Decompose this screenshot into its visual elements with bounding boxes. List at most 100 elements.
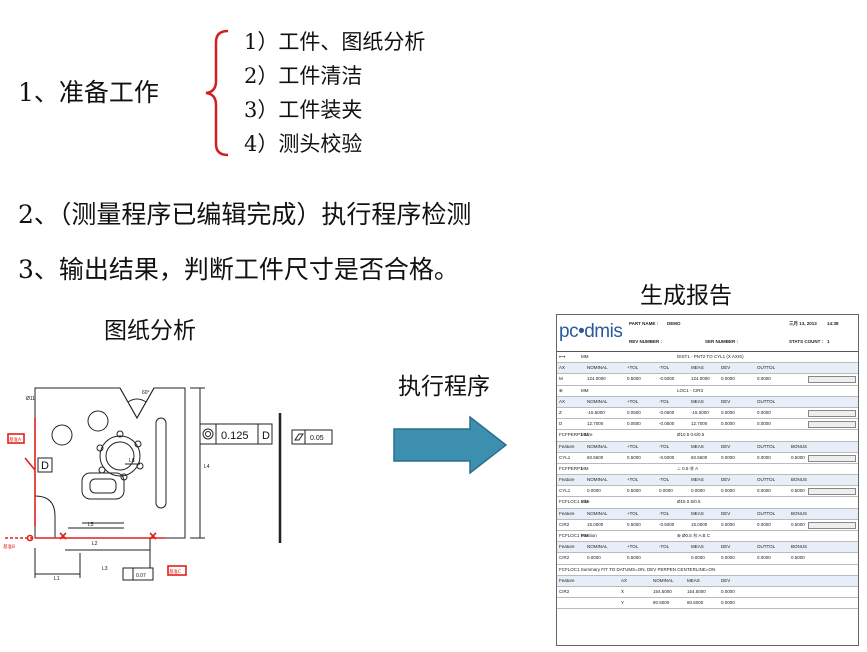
report-cell: 0.0000 <box>721 488 735 494</box>
dim-l4-text: L4 <box>204 464 210 470</box>
report-cell: MEAS <box>691 544 704 550</box>
report-cell: OUTTOL <box>757 510 776 516</box>
report-cell: Feature <box>559 477 575 483</box>
report-cell: 124.0000 <box>691 376 710 382</box>
report-cell: DEV <box>721 544 731 550</box>
report-time: 14:38 <box>827 321 839 326</box>
report-cell: BONUS <box>791 443 808 449</box>
rev-number-label: REV NUMBER : <box>629 339 663 344</box>
report-cell: 0.0000 <box>721 421 735 427</box>
report-cell: DEV <box>721 577 731 583</box>
deviation-bar <box>808 376 856 384</box>
engineering-drawing: 0.125 D 0.05 D 60° Ø11 L4 L1 L3 L2 L5 L6… <box>3 387 333 582</box>
report-cell: 0.0000 <box>721 409 735 415</box>
report-cell: Feature <box>559 510 575 516</box>
report-cell: 0.0000 <box>721 600 735 606</box>
report-cell: BONUS <box>791 477 808 483</box>
report-cell: DEV <box>721 443 731 449</box>
report-cell: MM <box>581 387 589 393</box>
generate-report-label: 生成报告 <box>640 283 732 309</box>
report-cell: CIR2 <box>559 555 570 561</box>
report-cell: 0.5000 <box>627 488 641 494</box>
report-cell: 0.5000 <box>627 376 641 382</box>
report-cell: OUTTOL <box>757 477 776 483</box>
report-cell: NOMINAL <box>587 398 608 404</box>
report-cell: M <box>559 376 563 382</box>
report-cell: CIR2 <box>559 588 570 594</box>
circle-note-text: Ø11 <box>26 396 35 402</box>
report-cell: -0.0500 <box>659 421 675 427</box>
report-cell: -0.5000 <box>659 454 675 460</box>
report-cell: X <box>621 588 625 594</box>
datum-tag-a: 基准A <box>9 436 22 443</box>
report-cell: Feature <box>559 577 575 583</box>
angle-text: 60° <box>142 390 150 396</box>
pcdmis-logo: pc•dmis <box>559 321 623 342</box>
report-cell: -15.0000 <box>691 409 709 415</box>
report-cell: 154.5000 <box>653 588 672 594</box>
report-cell: 0.0000 <box>721 555 735 561</box>
report-cell: NOMINAL <box>587 477 608 483</box>
report-cell: +TOL <box>627 398 639 404</box>
report-cell: -TOL <box>659 477 670 483</box>
report-cell: -TOL <box>659 544 670 550</box>
substep-2: 2）工件清洁 <box>244 64 363 88</box>
report-cell: D <box>559 421 563 427</box>
report-row-title: ⟷ MM DIST1 - PNT2 TO CYL1 (X AXIS) <box>557 352 858 364</box>
dim-l6-text: L6 <box>129 458 135 464</box>
report-cell: DIST1 - PNT2 TO CYL1 (X AXIS) <box>677 354 744 359</box>
report-cell: FCFLOC1 Position <box>559 533 597 538</box>
report-cell: FCFPERP1 Size <box>559 432 593 438</box>
report-summary-text: FCFLOC1 Summary FIT TO DATUMS=ON, DEV PE… <box>559 566 716 572</box>
report-cell: ⟷ <box>559 354 566 359</box>
report-cell: 0.5000 <box>627 454 641 460</box>
report-cell: MEAS <box>691 443 704 449</box>
report-cell: 0.0000 <box>587 555 601 561</box>
report-cell: FCFLOC1 Size <box>559 499 590 505</box>
report-cell: 12.7000 <box>587 421 604 427</box>
report-cell: 60.5600 <box>691 454 708 460</box>
report-cell: MEAS <box>691 365 704 371</box>
report-cell: 0.5000 <box>791 454 805 460</box>
report-cell: 80.5000 <box>687 600 704 606</box>
report-cell: 0.0000 <box>757 454 771 460</box>
report-cell: AX <box>621 577 628 583</box>
report-cell: 0.0000 <box>757 409 771 415</box>
report-cell: MM <box>581 354 589 359</box>
report-cell: +TOL <box>627 365 639 371</box>
report-cell: +TOL <box>627 477 639 483</box>
datum-d-text: D <box>41 460 49 472</box>
report-cell: Z <box>559 409 562 415</box>
report-cell: 0.0500 <box>627 421 641 427</box>
stats-count-value: 1 <box>827 339 830 344</box>
report-cell: CYL1 <box>559 454 571 460</box>
report-cell: 80.5000 <box>653 600 670 606</box>
report-cell: +TOL <box>627 544 639 550</box>
report-cell: DEV <box>721 398 731 404</box>
report-cell: LOC1 - CIR3 <box>677 387 704 393</box>
report-cell: 0.0000 <box>757 488 771 494</box>
ser-number-label: SER NUMBER : <box>705 339 739 344</box>
step3-text: 3、输出结果，判断工件尺寸是否合格。 <box>18 255 459 284</box>
report-cell: OUTTOL <box>757 544 776 550</box>
report-cell: 0.0000 <box>757 421 771 427</box>
report-cell: AX <box>559 398 566 404</box>
substep-3: 3）工件装夹 <box>244 98 363 122</box>
report-cell: 0.0000 <box>721 376 735 382</box>
execute-program-label: 执行程序 <box>398 374 490 400</box>
report-cell: DEV <box>721 477 731 483</box>
report-cell: MM <box>581 465 589 471</box>
report-cell: NOMINAL <box>587 510 608 516</box>
